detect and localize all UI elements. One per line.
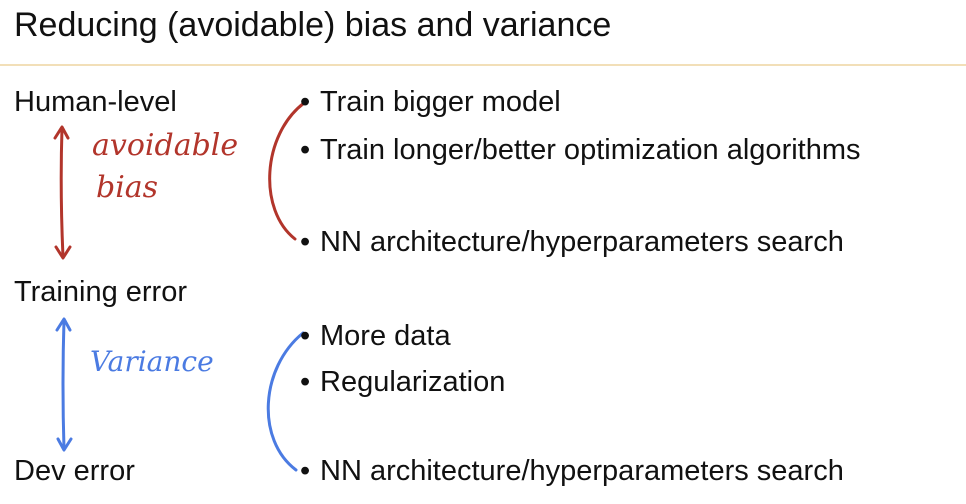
variance-arrow [55,317,73,452]
variance-bracket [266,331,305,472]
bullet-icon: • [300,226,311,258]
list-item: • NN architecture/hyperparameters search [300,455,844,488]
list-item: • Train longer/better optimization algori… [300,134,861,167]
training-error-label: Training error [14,276,187,308]
variance-annotation: Variance [90,345,214,378]
bullet-icon: • [300,134,311,166]
list-item: • Train bigger model [300,86,561,119]
title-divider [0,64,966,66]
variance-remedy-text: Regularization [320,366,506,398]
list-item: • NN architecture/hyperparameters search [300,226,844,259]
bias-bracket [268,101,306,241]
list-item: • Regularization [300,366,505,399]
avoidable-annotation: avoidable [92,128,239,163]
bullet-icon: • [300,455,311,487]
bias-arrow [53,125,72,260]
bullet-icon: • [300,86,311,118]
bullet-icon: • [300,320,311,352]
dev-error-label: Dev error [14,455,135,487]
variance-remedy-text: More data [320,320,451,352]
bias-remedy-text: NN architecture/hyperparameters search [320,226,844,258]
bias-remedy-text: Train bigger model [320,86,561,118]
bullet-icon: • [300,366,311,398]
variance-remedy-text: NN architecture/hyperparameters search [320,455,844,487]
bias-annotation: bias [96,170,159,205]
bias-remedy-text: Train longer/better optimization algorit… [320,134,861,166]
slide-title: Reducing (avoidable) bias and variance [14,6,612,44]
human-level-label: Human-level [14,86,177,118]
list-item: • More data [300,320,451,353]
